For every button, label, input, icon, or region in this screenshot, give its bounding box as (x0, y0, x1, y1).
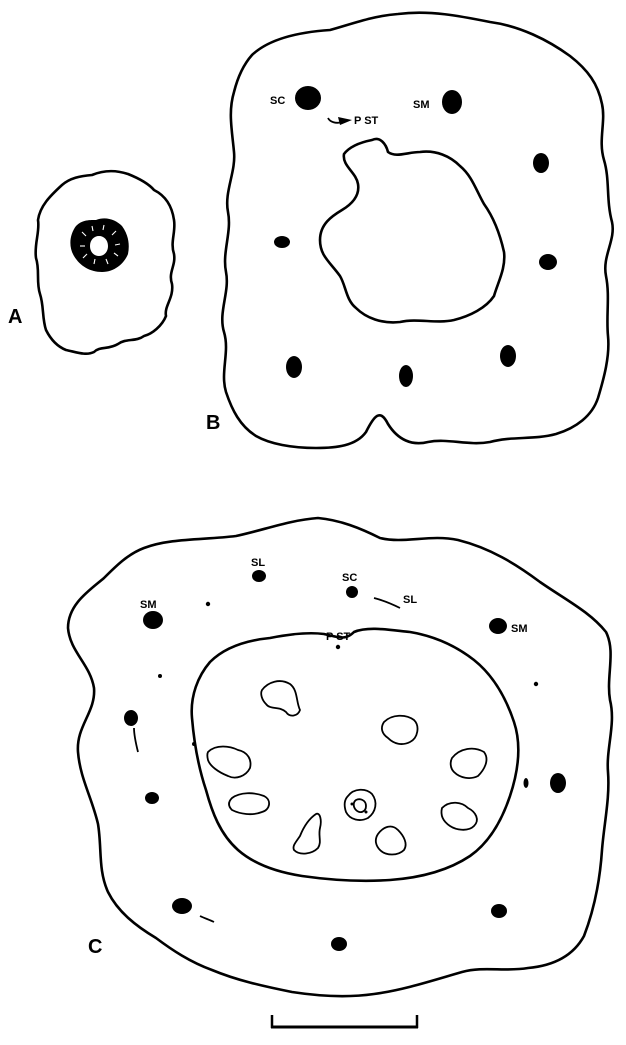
panel-b-vascular-bundle (399, 365, 413, 387)
panel-c-sm-label: SM (140, 599, 157, 611)
panel-c-dot (534, 682, 538, 686)
panel-c-dot (158, 674, 162, 678)
panel-c-sc-label: SC (342, 572, 357, 584)
panel-c-sl-strand (374, 598, 400, 608)
panel-c-canal (376, 827, 406, 855)
panel-b-letter: B (206, 412, 220, 434)
panel-b-sc-label: SC (270, 95, 285, 107)
panel-b-section-outline (222, 13, 612, 448)
panel-c-vascular-bundle (331, 937, 347, 951)
panel-c-sl-bundle (252, 570, 266, 582)
panel-c-vascular-bundle (172, 898, 192, 914)
panel-b-vascular-bundle (286, 356, 302, 378)
panel-b-sm-label: SM (413, 99, 430, 111)
panel-c-central-canal-inner (354, 799, 366, 812)
panel-c-strand (200, 916, 214, 922)
panel-c-lumen-outline (192, 629, 519, 881)
panel-b-vascular-bundle (539, 254, 557, 270)
panel-c-vascular-bundle (524, 778, 529, 788)
panel-b-vascular-bundle (533, 153, 549, 173)
panel-c-sm-label: SM (511, 623, 528, 635)
panel-c-vascular-bundle (491, 904, 507, 918)
panel-b: SC SM P ST B (206, 13, 613, 448)
panel-b-pst-label: P ST (354, 115, 379, 127)
panel-c-central-dot (351, 803, 354, 806)
panel-a: A (8, 171, 174, 354)
panel-c-dot (206, 602, 210, 606)
panel-c-canal (207, 747, 250, 778)
panel-c-dot (192, 742, 196, 746)
panel-c-canal (451, 749, 487, 778)
panel-c-canal (261, 681, 300, 716)
panel-c-canal (382, 716, 418, 744)
panel-c-strand (134, 728, 138, 752)
panel-c-sc-bundle (346, 586, 358, 598)
panel-c-sl-label: SL (251, 557, 265, 569)
panel-c-vascular-bundle (124, 710, 138, 726)
panel-b-sc-bundle (295, 86, 321, 110)
scale-bar (271, 1015, 418, 1028)
panel-b-vascular-bundle (274, 236, 290, 248)
panel-b-sm-bundle (442, 90, 462, 114)
panel-c-canal (293, 814, 320, 854)
panel-c-central-dot (365, 811, 368, 814)
panel-c-sm-bundle (143, 611, 163, 629)
panel-c-vascular-bundle (145, 792, 159, 804)
panel-c-vascular-bundle (550, 773, 566, 793)
panel-a-ring (70, 218, 128, 272)
panel-c: SL SC SL SM SM P ST C (68, 518, 612, 996)
panel-a-letter: A (8, 306, 22, 328)
panel-c-canal (441, 803, 476, 830)
panel-b-pst-arrowhead (338, 117, 352, 125)
panel-c-canal (229, 793, 269, 814)
panel-b-lumen-outline (320, 139, 504, 322)
panel-c-sl-label: SL (403, 594, 417, 606)
panel-c-dot (336, 645, 340, 649)
panel-c-central-canal (345, 790, 376, 820)
panel-c-section-outline (68, 518, 612, 996)
panel-c-letter: C (88, 936, 102, 958)
panel-c-sm-bundle (489, 618, 507, 634)
panel-c-pst-label: P ST (326, 631, 351, 643)
panel-b-vascular-bundle (500, 345, 516, 367)
